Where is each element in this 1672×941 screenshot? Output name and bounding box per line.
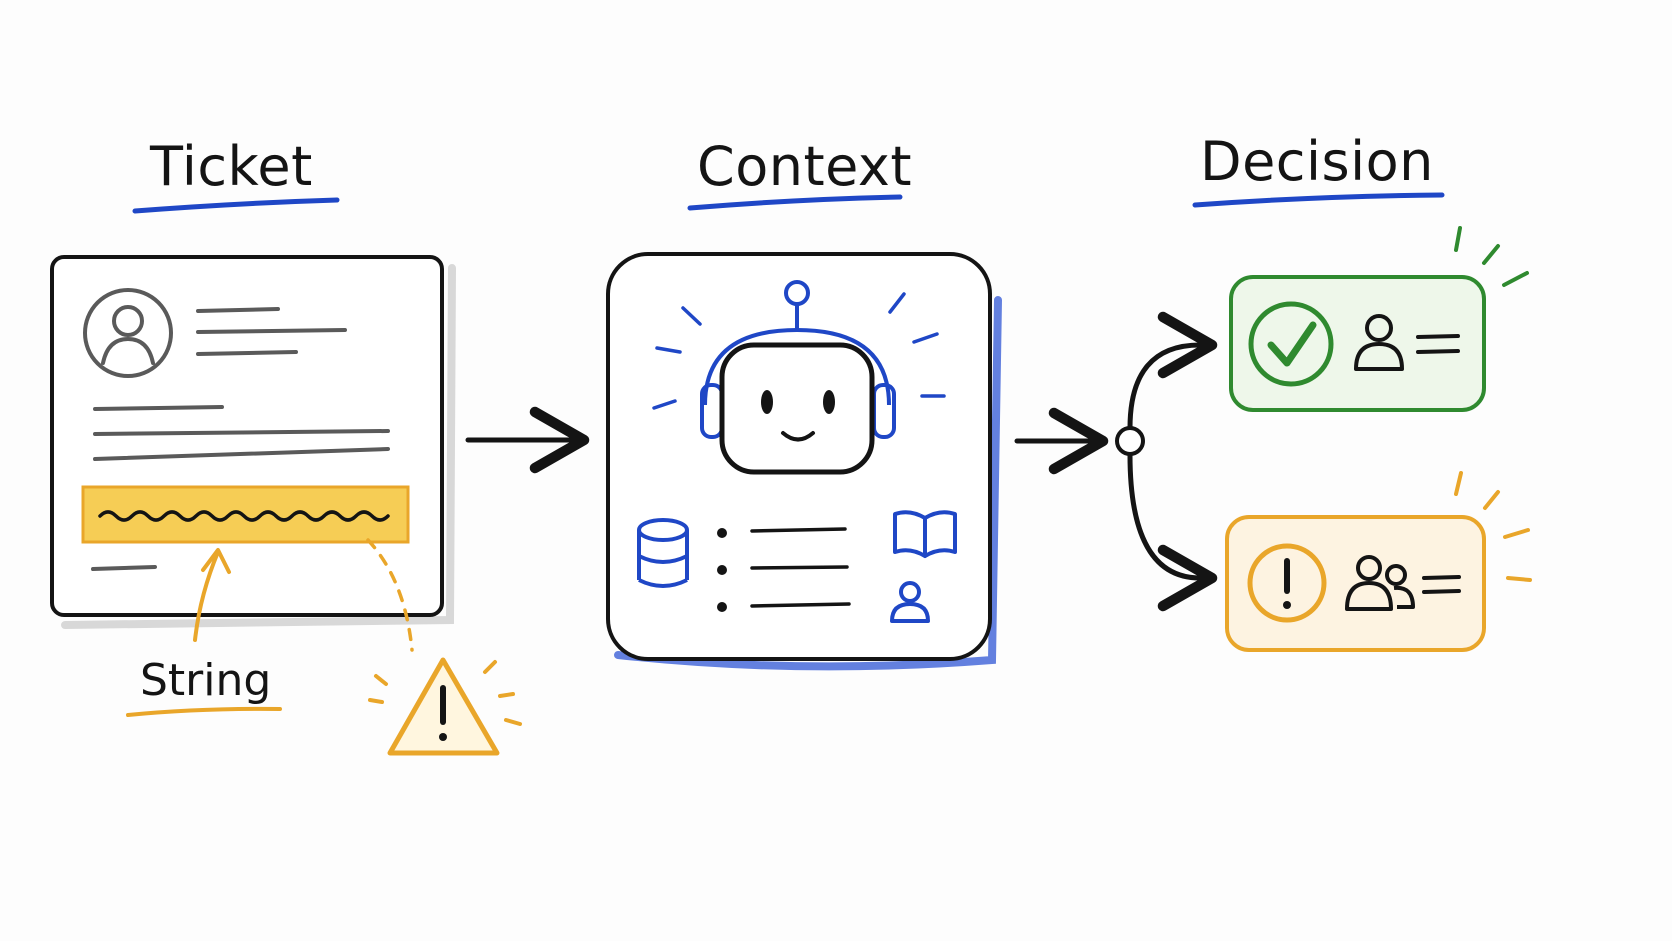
- ticket-card: [50, 255, 456, 629]
- ticket-card-shadow: [61, 264, 456, 629]
- decision-heading-text: Decision: [1200, 130, 1434, 193]
- decision-heading: Decision: [1192, 130, 1445, 208]
- branch-arrow-approved: [1127, 311, 1218, 431]
- string-annotation-underline: [126, 706, 282, 717]
- approved-card-border: [1229, 275, 1486, 412]
- highlighted-string-field: [81, 485, 410, 544]
- string-annotation: String: [126, 548, 282, 717]
- database-icon: [637, 518, 689, 588]
- check-circle-icon: [1248, 301, 1334, 387]
- squiggle-text-marker: [98, 510, 390, 522]
- decision-escalated-card: [1225, 471, 1532, 652]
- decision-branch: [1115, 311, 1218, 612]
- string-annotation-text: String: [140, 655, 271, 706]
- escalated-detail-lines: [1422, 575, 1461, 594]
- robot-headset-icon: [652, 280, 946, 475]
- escalated-sparkle-marks: [1454, 471, 1532, 582]
- person-icon: [890, 581, 930, 623]
- branch-node: [1115, 426, 1145, 456]
- annotation-arrow-head: [201, 548, 231, 574]
- context-card: [606, 252, 1002, 671]
- context-heading-underline: [687, 194, 903, 211]
- ticket-header-lines: [196, 307, 347, 356]
- escalated-card-border: [1225, 515, 1486, 652]
- warning-dashed-connector: [366, 538, 414, 652]
- decision-approved-card: [1229, 226, 1529, 412]
- annotation-arrow-line: [193, 550, 220, 642]
- ticket-body-lines: [91, 405, 390, 571]
- context-bullet-list: [717, 527, 851, 612]
- users-icon: [1345, 555, 1415, 611]
- exclamation-circle-icon: [1247, 543, 1327, 623]
- context-heading-text: Context: [697, 135, 912, 198]
- approved-detail-lines: [1416, 334, 1460, 354]
- branch-arrow-escalated: [1127, 452, 1218, 612]
- highlight-box: [83, 487, 408, 542]
- decision-heading-underline: [1192, 192, 1445, 208]
- book-icon: [893, 510, 957, 558]
- ticket-heading-underline: [132, 197, 340, 214]
- approved-sparkle-marks: [1454, 226, 1529, 287]
- ticket-heading: Ticket: [132, 135, 340, 214]
- ticket-heading-text: Ticket: [149, 135, 313, 198]
- user-circle-icon: [83, 288, 173, 378]
- warning-triangle-icon: [368, 657, 522, 756]
- context-heading: Context: [687, 135, 912, 211]
- user-icon: [1354, 314, 1404, 371]
